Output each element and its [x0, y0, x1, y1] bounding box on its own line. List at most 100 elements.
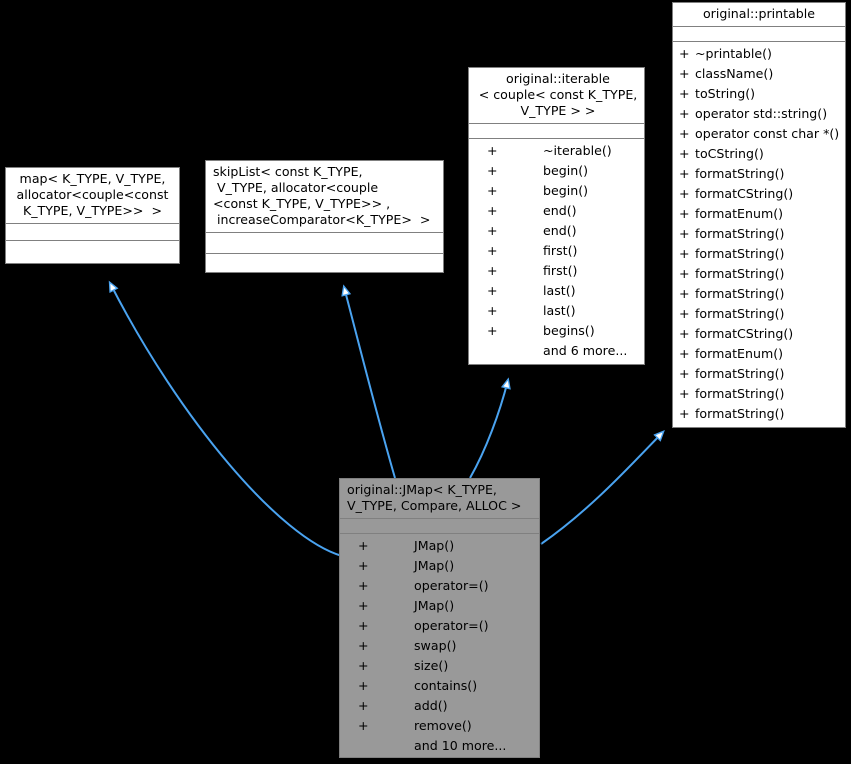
member-name: first(): [543, 243, 578, 258]
class-title-jmap: original::JMap< K_TYPE, V_TYPE, Compare,…: [347, 482, 522, 513]
class-member[interactable]: +last(): [469, 281, 644, 301]
class-member[interactable]: +begin(): [469, 161, 644, 181]
member-name: add(): [414, 698, 448, 713]
visibility-marker: +: [679, 186, 690, 201]
class-member[interactable]: +JMap(): [340, 536, 539, 556]
visibility-marker: +: [679, 366, 690, 381]
class-member[interactable]: +className(): [673, 64, 845, 84]
visibility-marker: +: [679, 106, 690, 121]
class-member[interactable]: + ~printable(): [673, 44, 845, 64]
visibility-marker: +: [358, 538, 369, 553]
member-name: formatEnum(): [695, 346, 784, 361]
class-member[interactable]: + formatString(): [673, 244, 845, 264]
member-name: toCString(): [695, 146, 764, 161]
class-member[interactable]: +begin(): [469, 181, 644, 201]
member-name: formatString(): [695, 366, 785, 381]
class-member[interactable]: +add(): [340, 696, 539, 716]
class-member[interactable]: +end(): [469, 201, 644, 221]
class-member-more[interactable]: and 6 more...: [469, 341, 644, 361]
member-name: operator std::string(): [695, 106, 828, 121]
class-member[interactable]: + formatString(): [673, 364, 845, 384]
class-member[interactable]: + formatCString(): [673, 184, 845, 204]
member-name: swap(): [414, 638, 457, 653]
class-box-iterable[interactable]: original::iterable < couple< const K_TYP…: [468, 67, 645, 365]
member-name: and 10 more...: [414, 738, 507, 753]
title-separator: [469, 123, 644, 124]
visibility-marker: +: [358, 598, 369, 613]
member-name: formatString(): [695, 386, 785, 401]
class-box-map[interactable]: map< K_TYPE, V_TYPE, allocator<couple<co…: [5, 167, 180, 264]
class-member[interactable]: +operator const char *(): [673, 124, 845, 144]
methods-compartment-map: [6, 241, 179, 263]
class-box-jmap[interactable]: original::JMap< K_TYPE, V_TYPE, Compare,…: [339, 478, 540, 758]
class-member[interactable]: +JMap(): [340, 596, 539, 616]
class-member[interactable]: +formatEnum(): [673, 344, 845, 364]
class-member[interactable]: +formatString(): [673, 384, 845, 404]
class-member[interactable]: + operator std::string(): [673, 104, 845, 124]
class-member[interactable]: +toCString(): [673, 144, 845, 164]
class-member[interactable]: +size(): [340, 656, 539, 676]
class-member[interactable]: + first(): [469, 241, 644, 261]
member-name: begin(): [543, 163, 589, 178]
class-member[interactable]: +begins(): [469, 321, 644, 341]
visibility-marker: +: [358, 678, 369, 693]
visibility-marker: +: [487, 243, 498, 258]
member-name: ~printable(): [695, 46, 772, 61]
class-member[interactable]: +formatEnum(): [673, 204, 845, 224]
attributes-compartment-jmap: [340, 519, 539, 533]
attributes-separator: [469, 138, 644, 139]
member-name: formatEnum(): [695, 206, 784, 221]
class-member[interactable]: +last(): [469, 301, 644, 321]
class-title-iterable: original::iterable < couple< const K_TYP…: [478, 71, 638, 118]
class-member[interactable]: +operator=(): [340, 576, 539, 596]
member-name: end(): [543, 223, 577, 238]
member-name: begins(): [543, 323, 595, 338]
class-title-map: map< K_TYPE, V_TYPE, allocator<couple<co…: [16, 171, 169, 218]
class-member[interactable]: + end(): [469, 221, 644, 241]
visibility-marker: +: [679, 126, 690, 141]
class-member[interactable]: + swap(): [340, 636, 539, 656]
visibility-marker: +: [679, 226, 690, 241]
member-name: className(): [695, 66, 774, 81]
member-name: formatCString(): [695, 186, 794, 201]
member-name: first(): [543, 263, 578, 278]
member-name: last(): [543, 303, 576, 318]
member-name: formatCString(): [695, 326, 794, 341]
class-member[interactable]: +remove(): [340, 716, 539, 736]
class-member[interactable]: +formatString(): [673, 224, 845, 244]
class-title-printable: original::printable: [702, 6, 816, 21]
visibility-marker: +: [679, 86, 690, 101]
class-member[interactable]: +operator=(): [340, 616, 539, 636]
class-member[interactable]: +formatCString(): [673, 324, 845, 344]
visibility-marker: +: [487, 143, 498, 158]
visibility-marker: +: [679, 266, 690, 281]
class-member[interactable]: +JMap(): [340, 556, 539, 576]
visibility-marker: +: [487, 223, 498, 238]
class-member[interactable]: +formatString(): [673, 404, 845, 424]
class-member[interactable]: +formatString(): [673, 304, 845, 324]
attributes-separator: [206, 253, 443, 254]
member-name: operator=(): [414, 618, 489, 633]
visibility-marker: +: [679, 246, 690, 261]
visibility-marker: +: [679, 46, 690, 61]
methods-compartment-jmap: +JMap() +JMap() +operator=() +JMap() +op…: [340, 534, 539, 760]
visibility-marker: +: [358, 558, 369, 573]
attributes-compartment-map: [6, 224, 179, 240]
class-member[interactable]: +formatString(): [673, 284, 845, 304]
visibility-marker: +: [358, 638, 369, 653]
class-member[interactable]: + first(): [469, 261, 644, 281]
class-member[interactable]: +~iterable(): [469, 141, 644, 161]
class-member[interactable]: + toString(): [673, 84, 845, 104]
member-name: formatString(): [695, 246, 785, 261]
class-member-more[interactable]: and 10 more...: [340, 736, 539, 756]
visibility-marker: +: [487, 203, 498, 218]
class-member[interactable]: +formatString(): [673, 264, 845, 284]
title-separator: [673, 26, 845, 27]
class-member[interactable]: +formatString(): [673, 164, 845, 184]
class-member[interactable]: +contains(): [340, 676, 539, 696]
class-box-printable[interactable]: original::printable +~printable() +class…: [672, 2, 846, 428]
edge-jmap-to-printable: [540, 432, 663, 545]
class-box-skiplist[interactable]: skipList< const K_TYPE, V_TYPE, allocato…: [205, 160, 444, 273]
member-name: toString(): [695, 86, 756, 101]
visibility-marker: +: [487, 263, 498, 278]
